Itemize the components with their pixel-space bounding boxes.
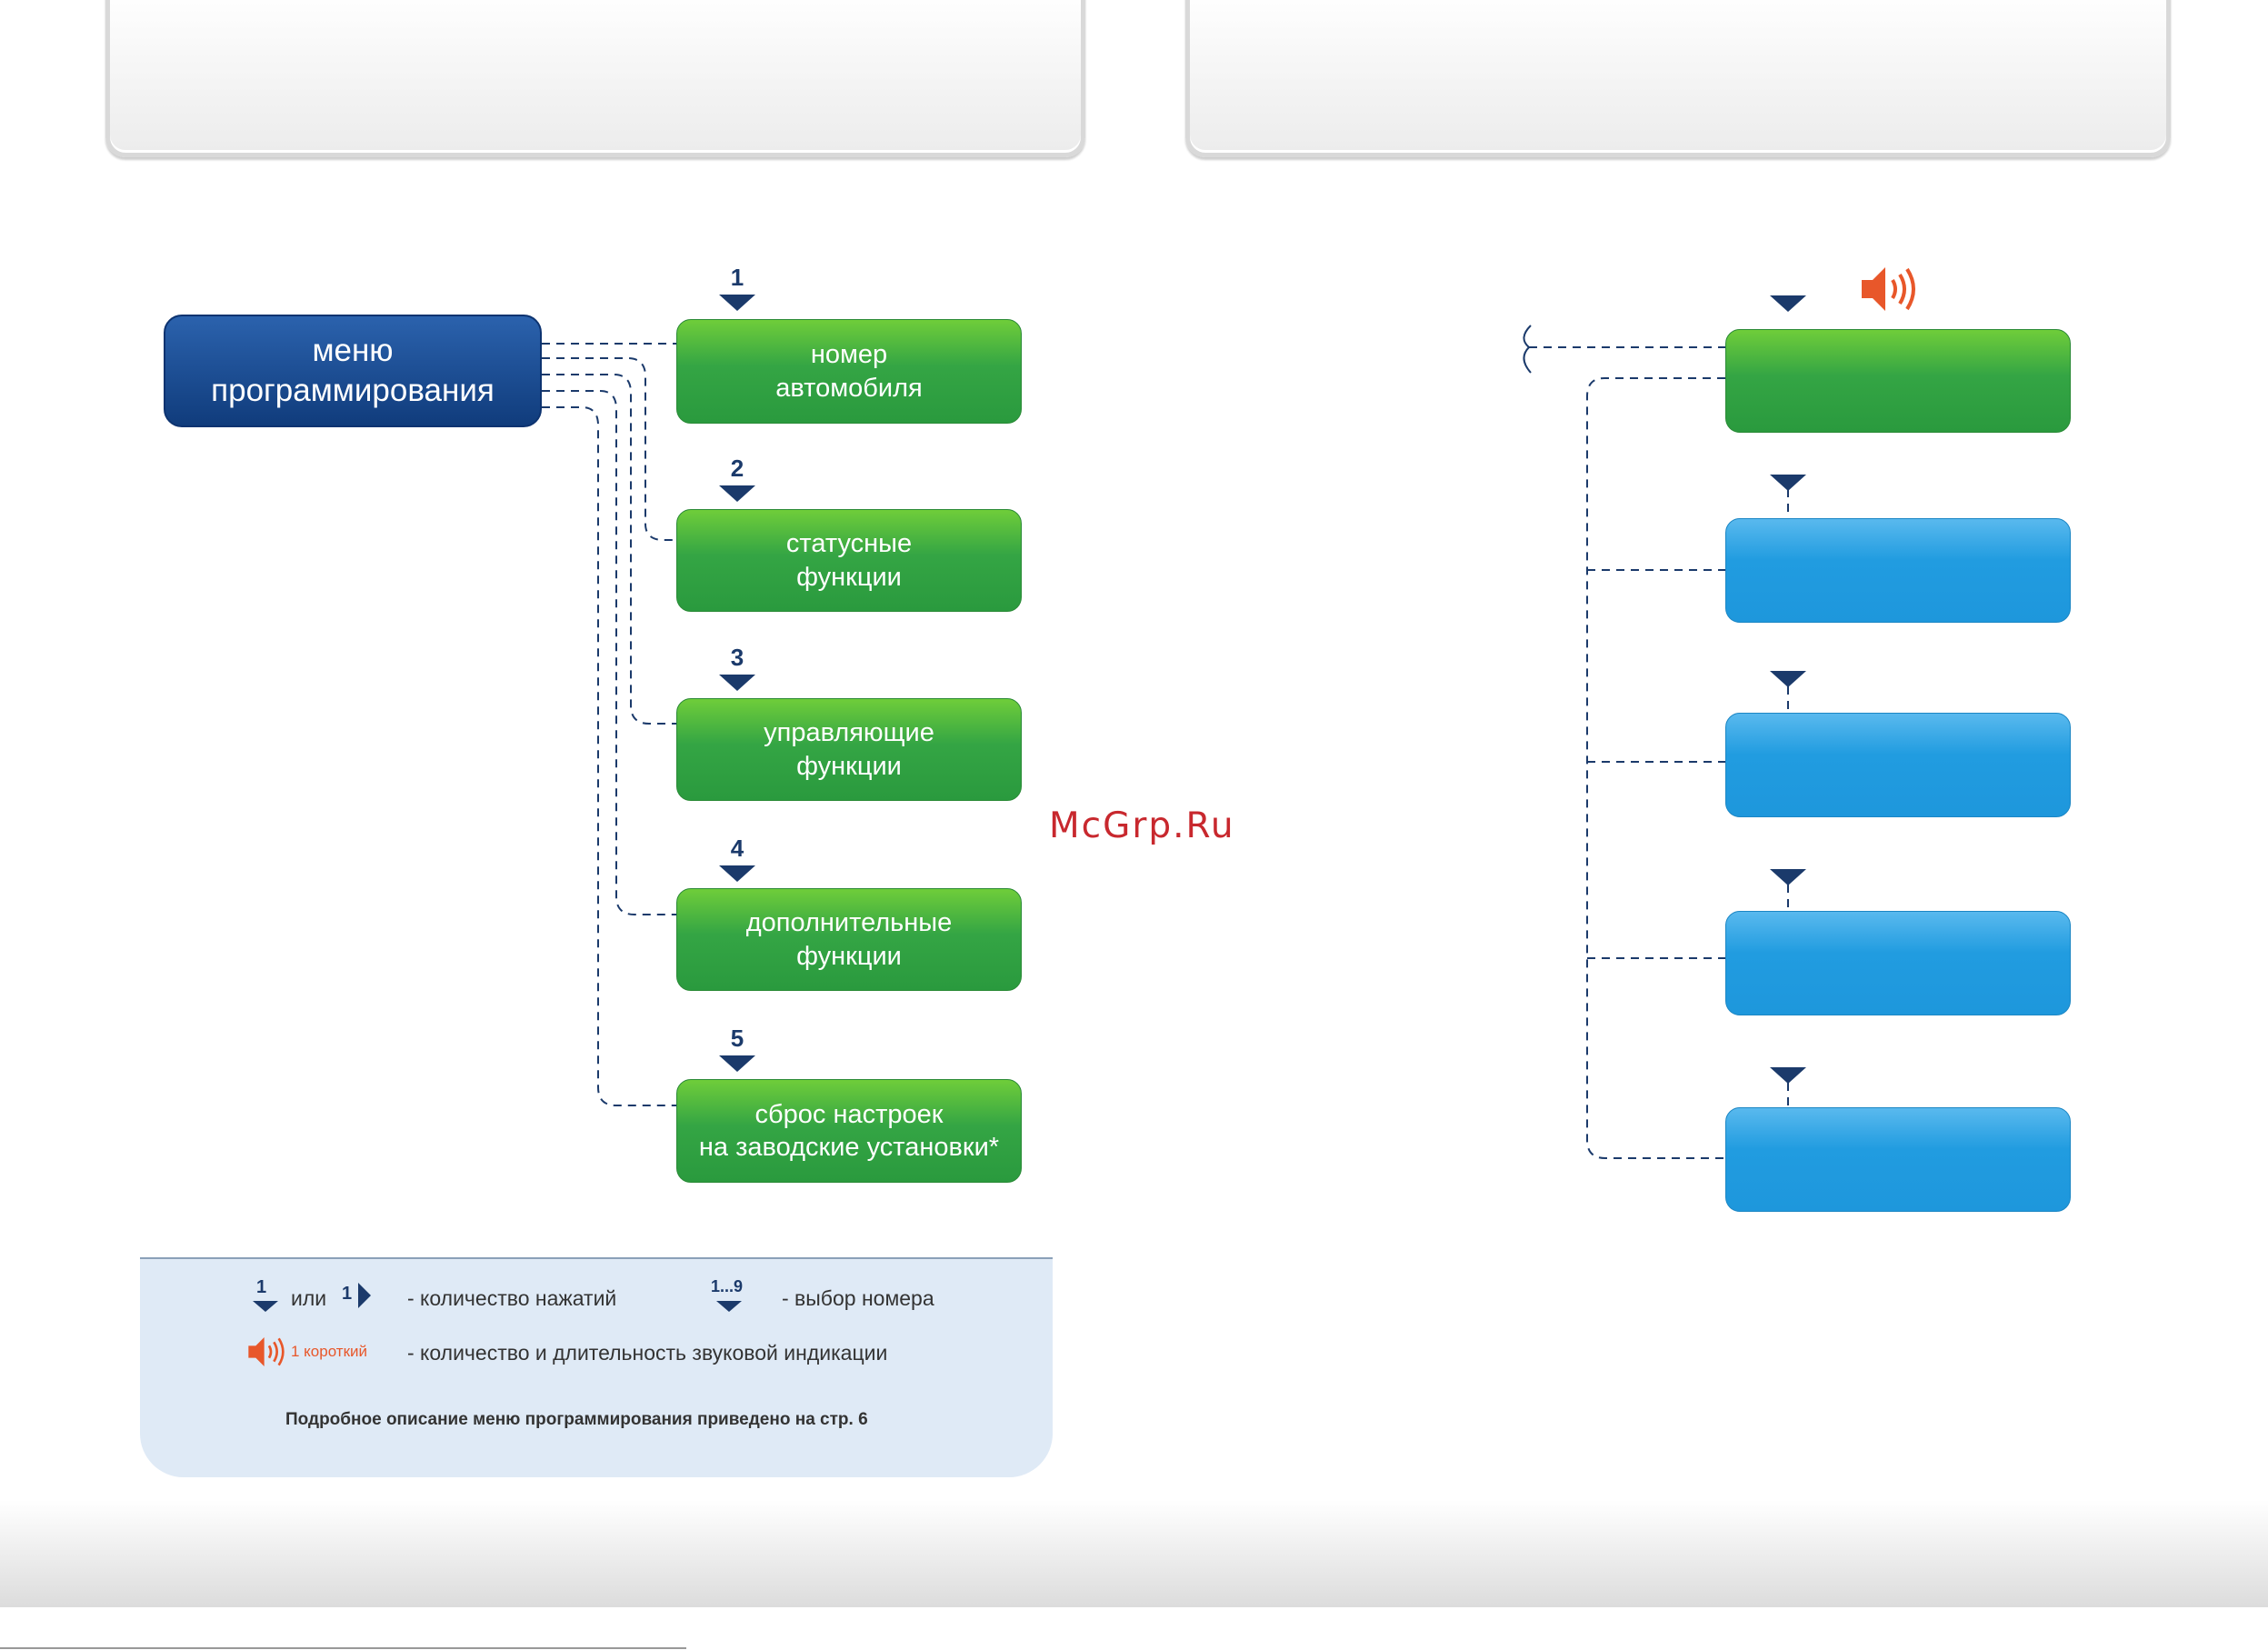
item-3-arrow-down-icon [719,675,755,691]
item-4-line2: функции [796,941,902,971]
menu-item-control-functions: управляющие функции [676,698,1022,801]
right-blue-box-2 [1725,713,2071,817]
speaker-icon [1862,267,1915,311]
item-2-line1: статусные [785,529,913,559]
item-5-number: 5 [730,1025,744,1052]
item-1-line2: автомобиля [775,373,923,403]
item-2-arrow-down-icon [719,485,755,502]
right-blue-box-3 [1725,911,2071,1015]
legend-panel: 1 или 1 - количество нажатий 1...9 - выб… [140,1257,1053,1477]
item-3-line1: управляющие [764,718,934,748]
menu-item-factory-reset: сброс настроек на заводские установки* [676,1079,1022,1183]
legend-note: Подробное описание меню программирования… [285,1410,868,1429]
right-blue-box-1 [1725,518,2071,623]
programming-menu-box: меню программирования [164,315,542,427]
item-3-line2: функции [796,751,902,781]
legend-arrow-down-icon [253,1301,278,1312]
legend-or: или [291,1286,327,1310]
menu-item-car-number: номер автомобиля [676,319,1022,424]
legend-press-number: 1 [256,1277,267,1297]
item-1-line1: номер [810,340,888,370]
item-5-arrow-down-icon [719,1055,755,1072]
right-green-box [1725,329,2071,433]
top-right-panel [1185,0,2171,157]
right-arrow-down-icon-5 [1770,1067,1806,1084]
right-arrow-down-icon-3 [1770,671,1806,687]
legend-presses-text: - количество нажатий [407,1286,617,1310]
footer-rule [0,1647,686,1649]
item-5-line1: сброс настроек [754,1099,944,1129]
legend-sound-label: 1 короткий [291,1343,368,1360]
item-1-number: 1 [730,264,744,291]
item-4-number: 4 [730,835,744,862]
legend-arrow-right-icon [358,1283,371,1308]
right-arrow-down-icon-2 [1770,475,1806,491]
legend-range-arrow-icon [716,1301,742,1312]
top-left-panel [105,0,1085,157]
legend-range: 1...9 [711,1277,744,1295]
right-blue-box-4 [1725,1107,2071,1212]
legend-speaker-icon [248,1337,285,1366]
legend-select-text: - выбор номера [782,1286,934,1310]
item-4-line1: дополнительные [745,908,953,938]
item-2-number: 2 [730,455,744,482]
item-4-arrow-down-icon [719,865,755,882]
legend-press-number-2: 1 [342,1284,353,1304]
item-5-line2: на заводские установки* [698,1133,1000,1162]
watermark: McGrp.Ru [1049,805,1235,846]
right-arrow-down-icon-4 [1770,869,1806,885]
item-2-line2: функции [796,562,902,592]
menu-label-line1: меню [312,333,394,369]
menu-label-line2: программирования [211,373,495,408]
footer-band [0,1500,2268,1607]
item-3-number: 3 [730,644,744,671]
item-1-arrow-down-icon [719,295,755,311]
menu-item-additional-functions: дополнительные функции [676,888,1022,991]
right-arrow-down-icon-1 [1770,295,1806,312]
legend-sound-desc: - количество и длительность звуковой инд… [407,1341,888,1365]
menu-item-status-functions: статусные функции [676,509,1022,612]
